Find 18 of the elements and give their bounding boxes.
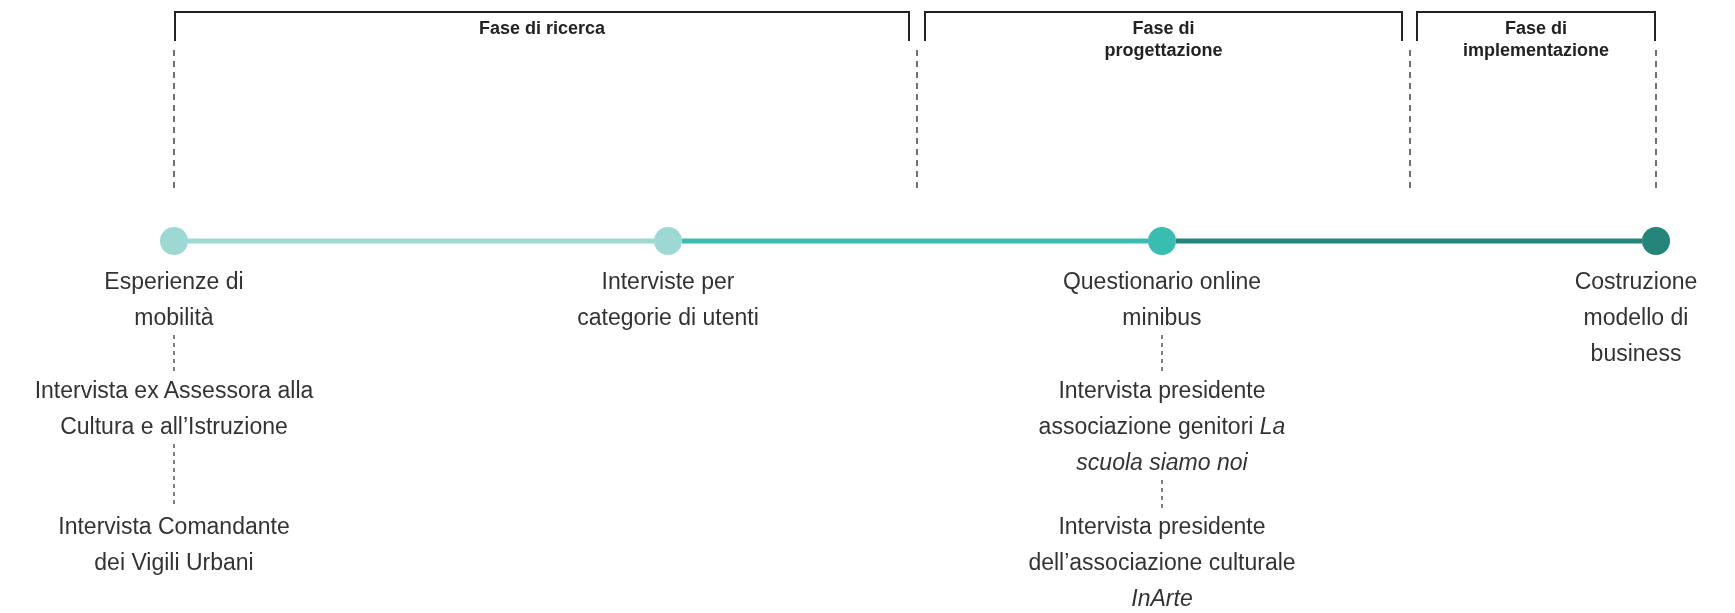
timeline-segment bbox=[682, 238, 1148, 244]
milestone-label: Interviste per categorie di utenti bbox=[576, 267, 760, 332]
phase-title: Fase di ricerca bbox=[477, 17, 607, 39]
timeline-segment bbox=[1176, 238, 1642, 244]
milestone-label: Costruzione modello di business bbox=[1573, 267, 1699, 368]
activity-label: Intervista Comandante dei Vigili Urbani bbox=[54, 508, 294, 580]
milestone-label: Questionario online minibus bbox=[1061, 267, 1263, 332]
timeline-segment bbox=[188, 238, 654, 244]
phase-bracket bbox=[174, 11, 910, 41]
phase-title: Fase di progettazione bbox=[1103, 17, 1224, 61]
activity-label: Intervista presidente dell’associazione culturale InArte bbox=[1027, 508, 1297, 613]
activity-label: Intervista ex Assessora alla Cultura e all’Istruzione bbox=[24, 372, 324, 444]
milestone-label: Esperienze di mobilità bbox=[103, 267, 245, 332]
activity-label: Intervista presidente associazione genitori La scuola siamo noi bbox=[1017, 372, 1307, 480]
phase-title: Fase di implementazione bbox=[1462, 17, 1610, 61]
dashed-connector bbox=[1161, 479, 1163, 509]
dashed-connector bbox=[173, 334, 175, 373]
dashed-connector bbox=[1161, 334, 1163, 373]
